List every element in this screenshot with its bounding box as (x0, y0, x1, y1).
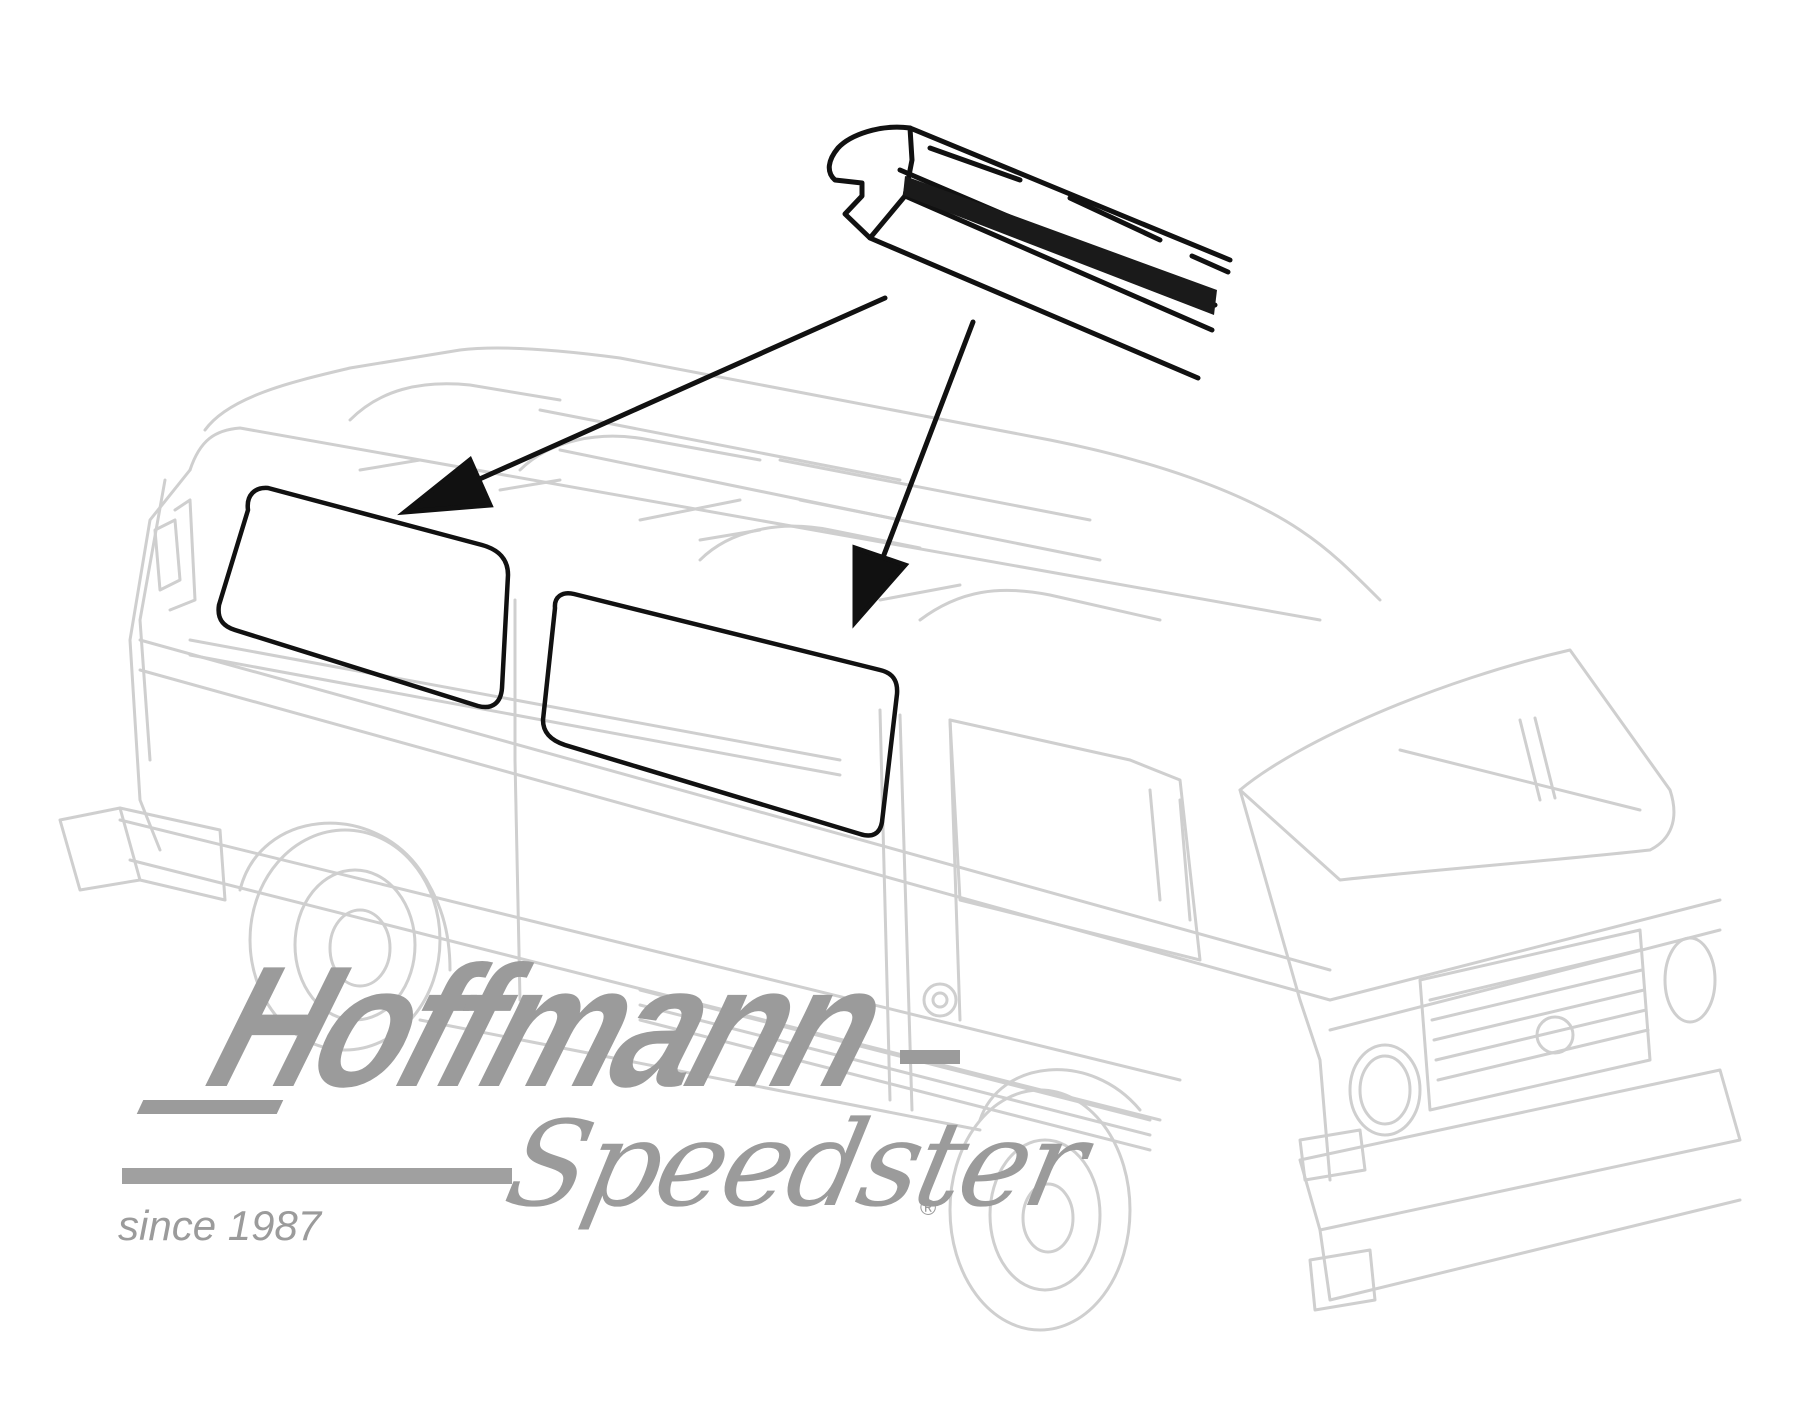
arrow-to-middle-window (879, 319, 976, 563)
seal-profile-illustration (826, 124, 1233, 381)
arrowhead-icon (852, 544, 910, 629)
arrowhead-icon (397, 456, 494, 516)
van-outline (58, 346, 1742, 1332)
highlighted-window-seals (216, 485, 900, 838)
middle-side-window-seal (540, 591, 900, 838)
callout-arrows (397, 295, 976, 629)
arrow-to-rear-window (452, 295, 888, 493)
seal-channel-strip (903, 176, 1217, 315)
rear-side-window-seal (216, 485, 511, 710)
